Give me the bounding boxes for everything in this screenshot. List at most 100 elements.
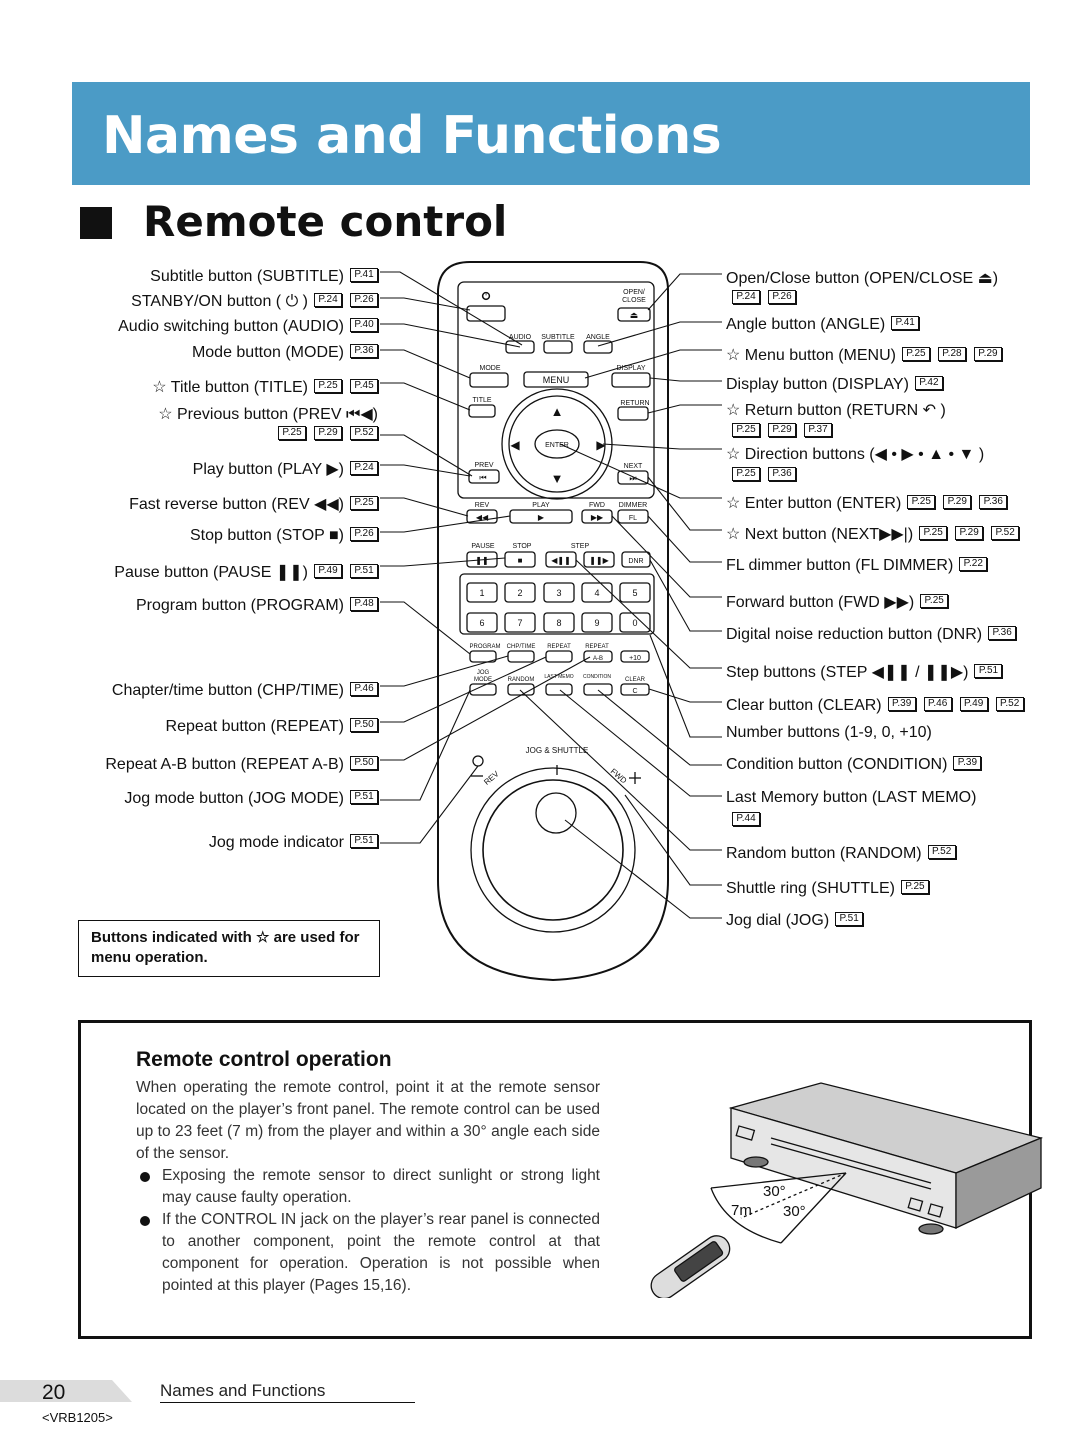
- remote-return-text: RETURN: [620, 400, 649, 407]
- callout-text: Fast reverse button (REV ◀◀): [129, 496, 344, 513]
- callout-text: Jog dial (JOG): [726, 912, 830, 929]
- remote-fl-text: FL: [629, 515, 637, 522]
- svg-text:■: ■: [518, 556, 523, 565]
- page-ref-badge: P.51: [350, 564, 378, 578]
- page-ref-badge: P.50: [350, 718, 378, 732]
- page-ref-badge: P.24: [732, 290, 760, 304]
- page-ref-badge: P.39: [953, 756, 982, 770]
- page-ref-badge: P.25: [732, 423, 760, 437]
- remote-key-0: 0: [632, 618, 637, 628]
- left-callout-label: Repeat button (REPEAT)P.50: [166, 718, 378, 736]
- document-code: <VRB1205>: [42, 1410, 113, 1425]
- angle-left-label: 30°: [763, 1183, 786, 1200]
- remote-mode2-text: MODE: [474, 677, 492, 683]
- page-ref-badge: P.37: [804, 423, 832, 437]
- callout-text: Jog mode button (JOG MODE): [124, 790, 344, 807]
- callout-text: ☆ Direction buttons (◀ • ▶ • ▲ • ▼ ): [726, 446, 985, 463]
- remote-c-text: C: [632, 688, 637, 695]
- page-title: Names and Functions: [102, 106, 722, 166]
- remote-key-1: 1: [479, 588, 484, 598]
- callout-text: STANBY/ON button ( ⏻ ): [131, 293, 308, 310]
- callout-text: Stop button (STOP ■): [189, 527, 344, 544]
- operation-bullet: If the CONTROL IN jack on the player’s r…: [136, 1209, 600, 1297]
- left-callout-label: ☆ Previous button (PREV ⏮◀): [158, 404, 378, 424]
- right-callout-label: Last Memory button (LAST MEMO): [726, 789, 976, 807]
- right-callout-label: P.44: [726, 812, 760, 830]
- page-ref-badge: P.48: [350, 597, 378, 611]
- remote-key-3: 3: [556, 588, 561, 598]
- callout-text: Pause button (PAUSE ❚❚): [114, 564, 308, 581]
- page-ref-badge: P.51: [974, 664, 1003, 678]
- left-callout-label: Fast reverse button (REV ◀◀)P.25: [129, 494, 378, 514]
- page-ref-badge: P.49: [959, 697, 988, 711]
- right-callout-label: Condition button (CONDITION)P.39: [726, 756, 982, 774]
- callout-text: Jog mode indicator: [208, 834, 344, 851]
- callout-text: Number buttons (1-9, 0, +10): [726, 724, 932, 741]
- page-ref-badge: P.25: [919, 526, 948, 540]
- remote-dimmer-text: DIMMER: [619, 502, 647, 509]
- remote-condition-text: CONDITION: [583, 674, 611, 680]
- bullet-dot: [140, 1172, 150, 1182]
- svg-text:❚❚▶: ❚❚▶: [589, 556, 609, 565]
- page-ref-badge: P.26: [768, 290, 796, 304]
- bullet-text: If the CONTROL IN jack on the player’s r…: [162, 1211, 600, 1294]
- remote-rev-text: REV: [475, 502, 490, 509]
- right-callout-label: Angle button (ANGLE)P.41: [726, 316, 920, 334]
- section-marker: [80, 207, 112, 239]
- remote-repeatab-text: REPEAT: [585, 644, 609, 650]
- page-ref-badge: P.52: [991, 526, 1020, 540]
- player-diagram: 30° 7m 30°: [650, 1082, 1044, 1298]
- operation-paragraph: When operating the remote control, point…: [136, 1079, 600, 1162]
- svg-text:▶▶: ▶▶: [591, 513, 604, 522]
- remote-key-7: 7: [517, 618, 522, 628]
- remote-play-text: PLAY: [532, 502, 550, 509]
- callout-text: ☆ Enter button (ENTER): [726, 495, 902, 512]
- remote-random-text: RANDOM: [508, 677, 535, 683]
- svg-text:⏻: ⏻: [482, 291, 489, 301]
- page-ref-badge: P.29: [943, 495, 972, 509]
- callout-text: Angle button (ANGLE): [726, 316, 886, 333]
- right-callout-label: ☆ Return button (RETURN ↶ ): [726, 400, 946, 420]
- footer-title: Names and Functions: [160, 1381, 326, 1400]
- page-ref-badge: P.25: [314, 379, 342, 393]
- remote-clear-text: CLEAR: [625, 677, 646, 683]
- callout-text: Clear button (CLEAR): [726, 697, 882, 714]
- callout-text: Last Memory button (LAST MEMO): [726, 789, 977, 806]
- page-ref-badge: P.52: [350, 426, 378, 440]
- remote-jogshuttle-text: JOG & SHUTTLE: [526, 746, 589, 755]
- callout-text: Subtitle button (SUBTITLE): [150, 268, 344, 285]
- left-callout-label: Repeat A-B button (REPEAT A-B)P.50: [105, 756, 378, 774]
- svg-text:▶: ▶: [538, 513, 545, 522]
- page-ref-badge: P.52: [995, 697, 1024, 711]
- distance-label: 7m: [731, 1202, 752, 1219]
- right-callout-label: Shuttle ring (SHUTTLE) P.25: [726, 880, 929, 898]
- remote-key-8: 8: [556, 618, 561, 628]
- left-callout-label: Chapter/time button (CHP/TIME)P.46: [112, 682, 378, 700]
- bullet-text: Exposing the remote sensor to direct sun…: [162, 1167, 600, 1206]
- page-ref-badge: P.36: [979, 495, 1008, 509]
- callout-text: Shuttle ring (SHUTTLE): [726, 880, 895, 897]
- callout-text: Audio switching button (AUDIO): [118, 318, 344, 335]
- page-ref-badge: P.25: [900, 880, 929, 894]
- right-callout-label: Step buttons (STEP ◀❚❚ / ❚❚▶)P.51: [726, 662, 1003, 682]
- callout-text: FL dimmer button (FL DIMMER): [726, 557, 954, 574]
- remote-key-4: 4: [594, 588, 599, 598]
- remote-chptime-text: CHP/TIME: [507, 644, 536, 650]
- page-ref-badge: P.39: [887, 697, 916, 711]
- right-callout-label: Random button (RANDOM)P.52: [726, 845, 956, 863]
- right-callout-label: ☆ Direction buttons (◀ • ▶ • ▲ • ▼ ): [726, 444, 984, 464]
- remote-audio-text: AUDIO: [509, 334, 532, 341]
- callout-text: ☆ Menu button (MENU): [726, 347, 896, 364]
- operation-title: Remote control operation: [136, 1048, 392, 1071]
- page-ref-badge: P.25: [732, 467, 760, 481]
- remote-key-9: 9: [594, 618, 599, 628]
- angle-right-label: 30°: [783, 1203, 806, 1220]
- page-ref-badge: P.45: [350, 379, 378, 393]
- callout-text: Random button (RANDOM): [726, 845, 922, 862]
- callout-text: Display button (DISPLAY): [726, 376, 909, 393]
- left-callout-label: Program button (PROGRAM)P.48: [136, 597, 378, 615]
